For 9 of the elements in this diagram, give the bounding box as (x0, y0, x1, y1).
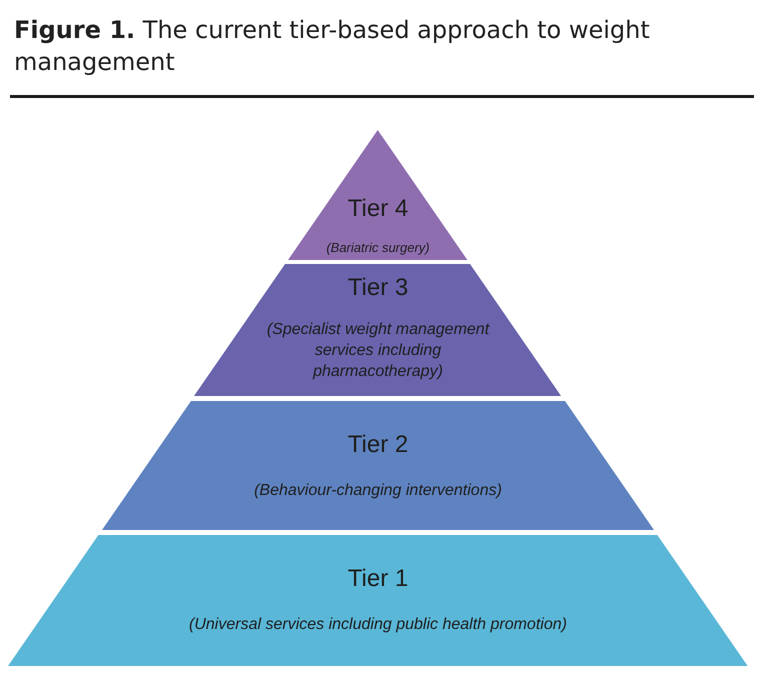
tier-label: Tier 1 (348, 565, 408, 593)
tier-label: Tier 2 (348, 431, 408, 459)
tier-description: (Bariatric surgery) (325, 240, 431, 257)
tier-label: Tier 4 (348, 195, 408, 223)
tier-description: (Specialist weight management services including pharmacotherapy) (266, 320, 491, 382)
tier-description: (Behaviour-changing interventions) (253, 481, 503, 501)
tier-label: Tier 3 (348, 274, 408, 302)
tier-description: (Universal services including public health promotion) (188, 615, 568, 635)
figure-title: Figure 1. The current tier-based approach to weight management (14, 15, 651, 78)
